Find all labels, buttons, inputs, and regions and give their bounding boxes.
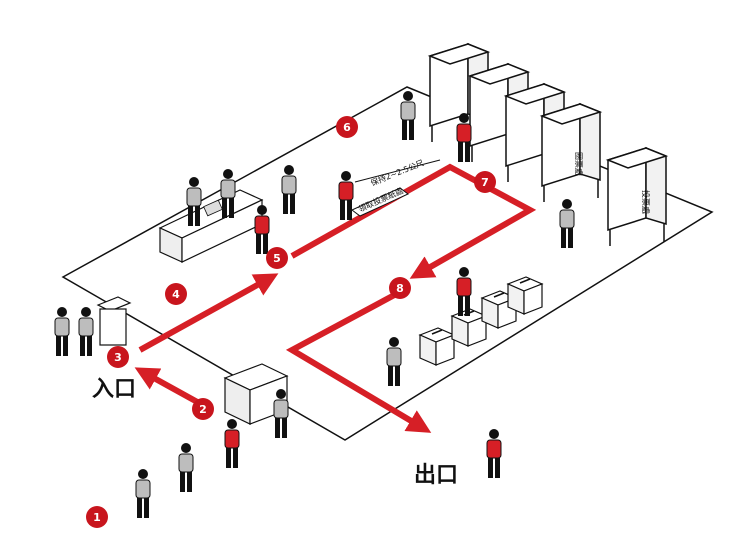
registration-desk	[158, 189, 264, 263]
booth-sign-1: 圈票處	[574, 152, 584, 176]
svg-text:6: 6	[343, 121, 351, 134]
step-badge-8: 8	[389, 277, 411, 299]
svg-text:7: 7	[481, 176, 489, 189]
step-badge-4: 4	[165, 283, 187, 305]
svg-text:4: 4	[172, 288, 180, 301]
step-badge-7: 7	[474, 171, 496, 193]
step-badge-5: 5	[266, 247, 288, 269]
step-badge-1: 1	[86, 506, 108, 528]
svg-text:2: 2	[199, 403, 207, 416]
check-in-table	[223, 363, 289, 425]
svg-text:5: 5	[273, 252, 281, 265]
svg-text:3: 3	[114, 351, 122, 364]
booth-sign-2: 投票處	[641, 190, 651, 214]
entrance-podium	[96, 296, 132, 346]
svg-text:1: 1	[93, 511, 101, 524]
step-badge-6: 6	[336, 116, 358, 138]
entrance-label: 入口	[92, 377, 136, 402]
step-badge-2: 2	[192, 398, 214, 420]
exit-label: 出口	[414, 463, 458, 488]
svg-text:8: 8	[396, 282, 404, 295]
floor-outline	[61, 86, 714, 441]
step-badge-3: 3	[107, 346, 129, 368]
